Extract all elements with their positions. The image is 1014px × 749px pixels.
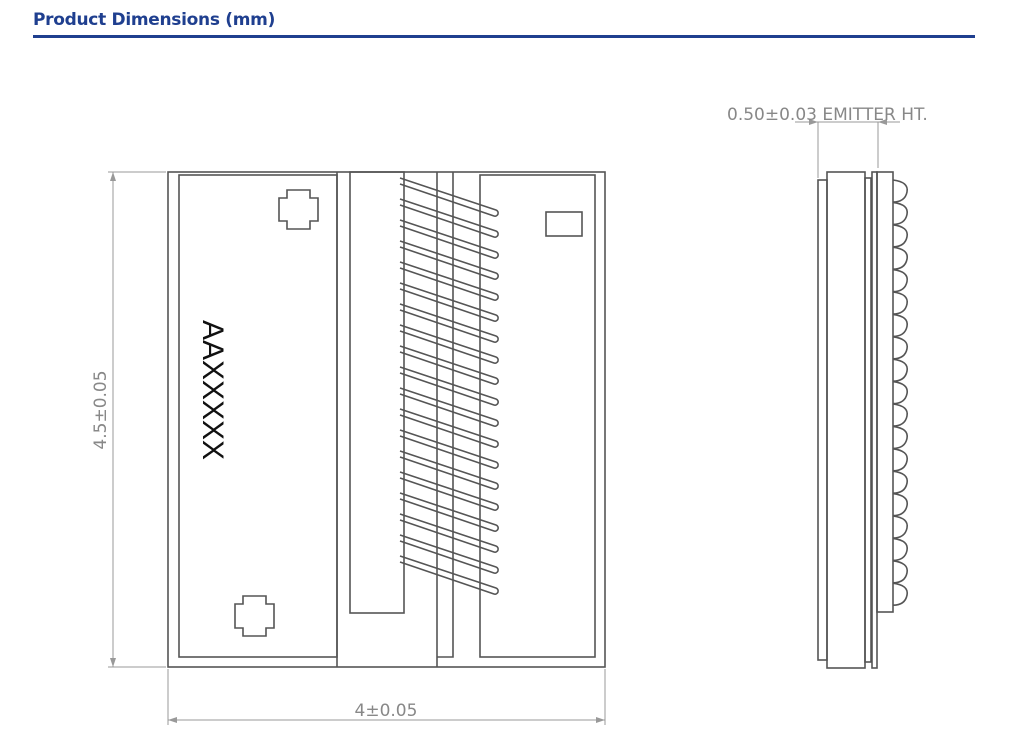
coil-loop [892, 582, 909, 606]
coil-loop [892, 470, 909, 494]
coil-turn [399, 408, 499, 448]
coil-loop [892, 268, 909, 293]
emitter-dimension: 0.50±0.03 EMITTER HT. [727, 105, 928, 178]
height-dimension: 4.5±0.05 [91, 171, 166, 668]
coil-turn [399, 261, 499, 301]
coil-loop [892, 179, 909, 203]
coil-loop [892, 560, 909, 584]
coil-loop [892, 358, 909, 382]
coil-turn [399, 513, 499, 553]
fiducial-top-icon [278, 189, 319, 230]
coil-loop [892, 246, 909, 270]
width-dimension: 4±0.05 [167, 669, 606, 725]
part-marking: AAXXXXX [196, 320, 229, 460]
section-title: Product Dimensions (mm) [33, 10, 276, 30]
fiducial-bottom-icon [234, 595, 275, 637]
coil-side-profile [892, 179, 909, 606]
coil-turn [399, 282, 499, 322]
coil-turn [399, 366, 499, 406]
front-view: AAXXXXX [167, 171, 606, 668]
coil-loop [892, 336, 909, 360]
coil-turn [399, 534, 499, 574]
package-outline [167, 171, 606, 668]
coil-turn [399, 240, 499, 280]
coil-turn [399, 471, 499, 511]
coil-loop [892, 403, 909, 427]
coil-turn [399, 177, 499, 217]
height-label: 4.5±0.05 [91, 370, 111, 449]
coil-turn [399, 555, 499, 595]
slot [349, 171, 405, 614]
small-pad [545, 211, 583, 237]
coil-loop [892, 425, 909, 450]
right-panel [479, 174, 596, 658]
coil-turn [399, 219, 499, 259]
coil-loop [892, 492, 909, 517]
coil-loop [892, 224, 909, 248]
coil-loop [892, 291, 909, 315]
coil-turn [399, 429, 499, 469]
coil-turn [399, 345, 499, 385]
coil-loop [892, 380, 909, 405]
coil-loop [892, 515, 909, 539]
coil-turn [399, 492, 499, 532]
coil-loop [892, 448, 909, 472]
coil-loop [892, 313, 909, 338]
coil-turn [399, 303, 499, 343]
coil-loop [892, 201, 909, 226]
side-view [817, 171, 909, 669]
coil-turn [399, 198, 499, 238]
coil-turn [399, 387, 499, 427]
coil-turn [399, 324, 499, 364]
coil-loop [892, 537, 909, 562]
coil-windings [399, 177, 499, 595]
emitter-label: 0.50±0.03 EMITTER HT. [727, 105, 928, 125]
width-label: 4±0.05 [355, 701, 418, 721]
coil-turn [399, 450, 499, 490]
title-underline [33, 35, 975, 38]
